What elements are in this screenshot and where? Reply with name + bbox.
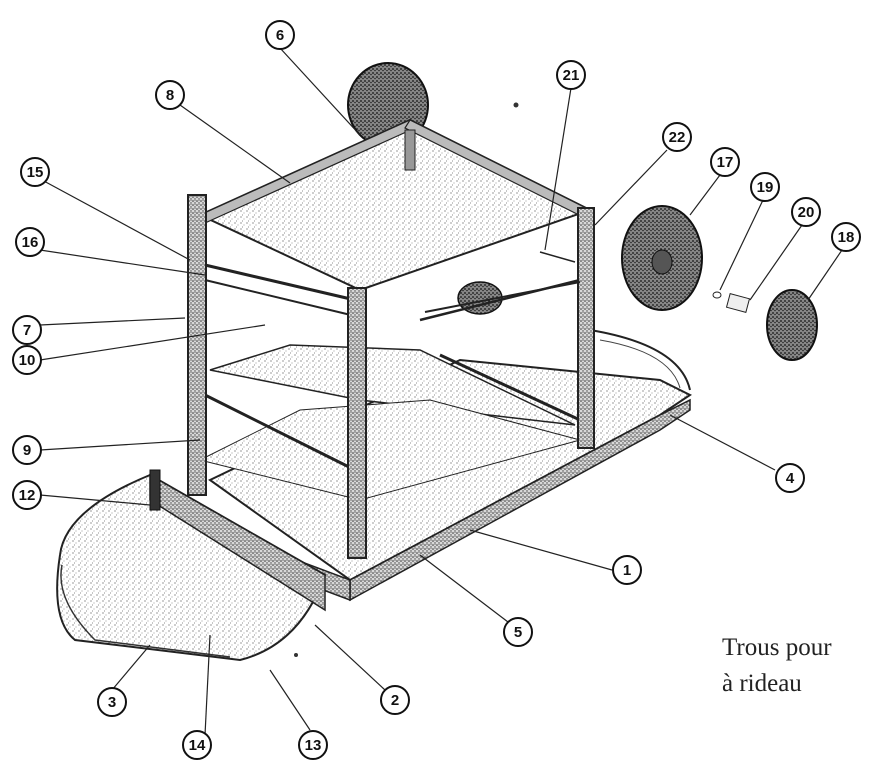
- svg-text:20: 20: [798, 204, 815, 221]
- svg-text:9: 9: [23, 442, 31, 459]
- callout-17: 17: [710, 147, 740, 177]
- svg-text:21: 21: [563, 67, 580, 84]
- svg-text:2: 2: [391, 692, 399, 709]
- callout-2: 2: [380, 685, 410, 715]
- callout-16: 16: [15, 227, 45, 257]
- holes-caption: Trous pour à rideau: [722, 630, 832, 702]
- callout-18: 18: [831, 222, 861, 252]
- callout-4: 4: [775, 463, 805, 493]
- svg-text:4: 4: [786, 470, 795, 487]
- callout-3: 3: [97, 687, 127, 717]
- callout-10: 10: [12, 345, 42, 375]
- callout-22: 22: [662, 122, 692, 152]
- callout-7: 7: [12, 315, 42, 345]
- wheel-17-hub: [651, 249, 673, 275]
- callout-21: 21: [556, 60, 586, 90]
- svg-text:12: 12: [19, 487, 36, 504]
- spacer-20: [725, 293, 751, 313]
- svg-text:3: 3: [108, 694, 116, 711]
- callout-9: 9: [12, 435, 42, 465]
- callout-15: 15: [20, 157, 50, 187]
- svg-text:6: 6: [276, 27, 284, 44]
- callout-8: 8: [155, 80, 185, 110]
- svg-text:15: 15: [27, 164, 44, 181]
- svg-text:7: 7: [23, 322, 31, 339]
- svg-text:1: 1: [623, 562, 631, 579]
- svg-text:10: 10: [19, 352, 36, 369]
- wheel-18: [766, 289, 818, 361]
- axle: [424, 281, 581, 313]
- callout-5: 5: [503, 617, 533, 647]
- svg-text:19: 19: [757, 179, 774, 196]
- front-tray: [56, 469, 327, 662]
- callout-6: 6: [265, 20, 295, 50]
- callout-1: 1: [612, 555, 642, 585]
- leader-lines: [39, 47, 843, 736]
- svg-text:8: 8: [166, 87, 174, 104]
- callout-13: 13: [298, 730, 328, 760]
- svg-text:14: 14: [189, 737, 206, 754]
- svg-text:13: 13: [305, 737, 322, 754]
- callout-14: 14: [182, 730, 212, 760]
- callout-19: 19: [750, 172, 780, 202]
- callout-12: 12: [12, 480, 42, 510]
- callouts: 6 8 21 22 17 19 20 18 15 16 7 10 9 12 4 …: [12, 20, 861, 760]
- caption-line-2: à rideau: [722, 670, 802, 697]
- svg-text:22: 22: [669, 129, 686, 146]
- washer-19: [712, 291, 722, 299]
- callout-20: 20: [791, 197, 821, 227]
- svg-text:5: 5: [514, 624, 522, 641]
- svg-text:18: 18: [838, 229, 855, 246]
- cart-frame: [187, 118, 595, 559]
- caption-line-1: Trous pour: [722, 634, 832, 661]
- svg-text:17: 17: [717, 154, 734, 171]
- svg-text:16: 16: [22, 234, 39, 251]
